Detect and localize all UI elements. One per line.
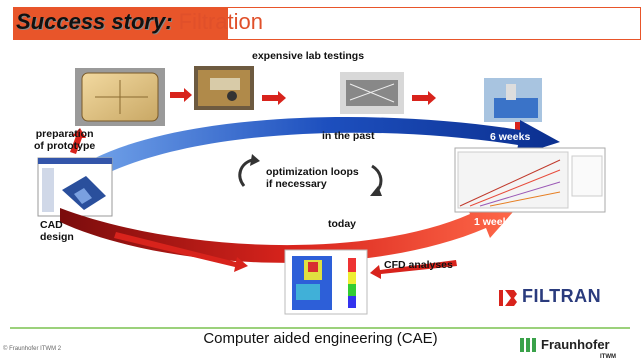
footer-title: Computer aided engineering (CAE)	[203, 330, 438, 347]
label-preparation-line1: preparation	[35, 128, 94, 140]
cfd-analysis-image	[284, 249, 368, 315]
cfd-arrows	[114, 232, 457, 279]
title-plain-part: Filtration	[172, 9, 264, 34]
fraunhofer-logo-text: Fraunhofer	[541, 337, 610, 352]
label-today: today	[328, 218, 357, 230]
label-preparation: preparation of prototype	[34, 128, 95, 152]
filtran-logo-mark	[499, 290, 517, 306]
label-cad-line2: design	[40, 231, 74, 243]
label-in-the-past: in the past	[322, 130, 375, 142]
label-cad-design: CAD design	[40, 219, 74, 243]
slide-title: Success story: Filtration	[16, 9, 263, 35]
footer-copyright: © Fraunhofer ITWM 2	[3, 346, 62, 352]
label-cfd-analyses: CFD analyses	[384, 259, 453, 271]
label-expensive-lab-testings: expensive lab testings	[252, 50, 365, 62]
fraunhofer-logo-mark	[520, 338, 536, 352]
title-accent-block	[13, 7, 228, 40]
cad-design-image	[37, 157, 113, 217]
past-arrow	[95, 117, 560, 172]
title-colon: :	[165, 9, 173, 34]
label-one-week: 1 week	[474, 216, 509, 228]
label-six-weeks: 6 weeks	[490, 131, 531, 143]
filtran-logo-text: FILTRAN	[522, 286, 602, 306]
prototype-image	[75, 68, 165, 126]
label-opt-line1: optimization loops	[266, 166, 359, 178]
label-cad-line1: CAD	[40, 219, 63, 231]
optimization-loop-arrowheads	[250, 154, 382, 196]
title-bold-part: Success story	[16, 9, 166, 34]
label-optimization-loops: optimization loops if necessary	[266, 166, 359, 190]
lab-test-image-1	[194, 66, 254, 110]
label-opt-line2: if necessary	[266, 178, 327, 190]
lab-test-image-2	[340, 72, 404, 114]
results-chart-image	[454, 147, 606, 213]
lab-test-image-3	[484, 78, 542, 122]
itwm-logo-text: ITWM	[600, 354, 616, 360]
footer-divider	[10, 327, 630, 329]
label-preparation-line2: of prototype	[34, 140, 96, 152]
